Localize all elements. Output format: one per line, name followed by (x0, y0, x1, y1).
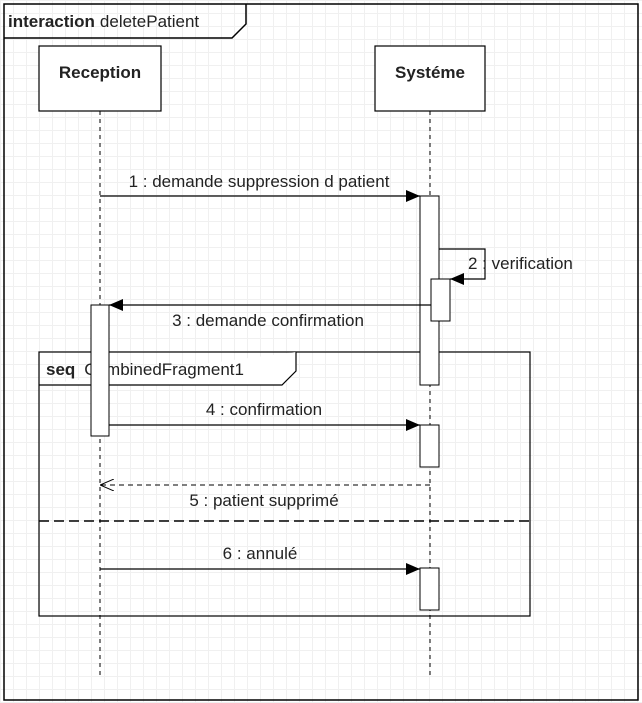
lifeline-head-reception[interactable] (38, 45, 162, 112)
interaction-frame-tab (4, 4, 247, 39)
lifeline-label-reception: Reception (59, 63, 141, 82)
combined-fragment[interactable] (38, 351, 531, 617)
message-label-6: 6 : annulé (223, 544, 298, 563)
combined-fragment-title: seq CombinedFragment1 (46, 360, 244, 379)
fragment-name: CombinedFragment1 (84, 360, 244, 379)
message-label-5: 5 : patient supprimé (189, 491, 338, 510)
lifeline-head-systeme[interactable] (374, 45, 486, 112)
activation-systeme-4[interactable] (419, 567, 440, 611)
activation-systeme-3[interactable] (419, 424, 440, 468)
frame-keyword: interaction (8, 12, 95, 31)
message-label-2: 2 : verification (468, 254, 573, 273)
interaction-frame-title: interaction deletePatient (8, 12, 199, 31)
lifeline-label-systeme: Systéme (395, 63, 465, 82)
message-label-1: 1 : demande suppression d patient (129, 172, 390, 191)
interaction-frame (3, 3, 639, 701)
activation-reception-1[interactable] (90, 304, 110, 437)
message-label-3: 3 : demande confirmation (172, 311, 364, 330)
activation-systeme-2[interactable] (430, 278, 451, 322)
frame-name: deletePatient (100, 12, 200, 31)
fragment-operator: seq (46, 360, 75, 379)
message-arrow-2[interactable] (439, 248, 486, 285)
message-label-4: 4 : confirmation (206, 400, 322, 419)
